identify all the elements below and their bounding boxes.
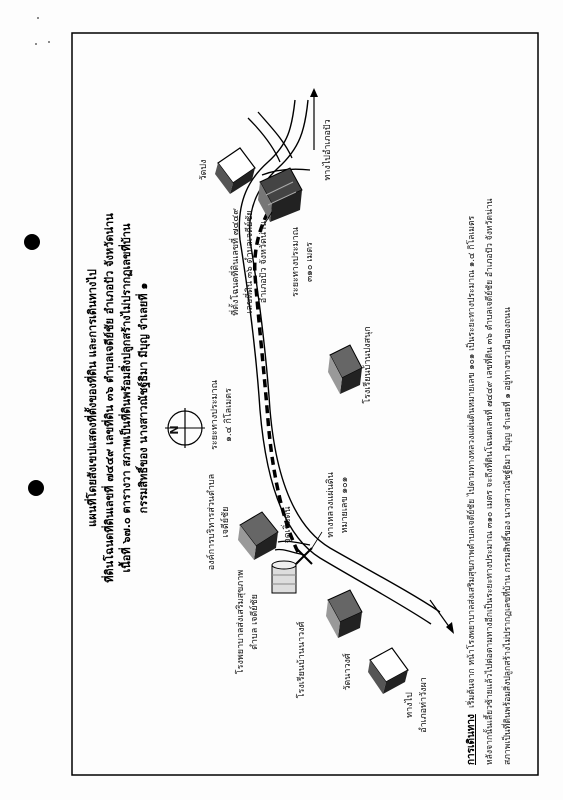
label-hospital-line-1: โรงพยาบาลส่งเสริมสุขภาพ <box>235 570 246 674</box>
label-sao-line-1: องค์การบริหารส่วนตำบล <box>205 474 217 570</box>
land-plot-building-icon <box>258 167 303 222</box>
temple-pong-icon <box>215 147 256 194</box>
directions-line-1: เริ่มต้นจาก หน้าโรงพยาบาลส่งเสริมสุขภาพต… <box>465 215 477 708</box>
highway-101 <box>238 99 441 625</box>
route-line <box>252 204 300 553</box>
directions-line-2: หลังจากนั้นเลี้ยวซ้ายแล้วไปต่อตามทางอีกเ… <box>482 198 495 765</box>
label-school-nawong: โรงเรียนบ้านนาวงศ์ <box>295 621 307 698</box>
label-to-thawangpha-line-1: ทางไป <box>404 692 415 718</box>
arrow-to-thawangpha-icon <box>429 599 454 634</box>
school-pong-icon <box>328 344 363 394</box>
header-line-2: ที่ดินโฉนดที่ดินเลขที่ ๗๔๔๙ เลขที่ดิน ๓๖… <box>101 213 116 583</box>
header-line-4: กรรมสิทธิ์ของ นางสาวณัชฐ์ธิมา มีบุญ จำเล… <box>135 283 151 514</box>
label-wat-pong: วัดปง <box>199 159 209 180</box>
label-dist-end-line-2: ๓๑๐ เมตร <box>305 242 315 282</box>
hospital-icon <box>271 560 297 594</box>
compass-north-label: N <box>168 425 181 434</box>
label-dist-mid-line-2: ๑.๔ กิโลเมตร <box>223 388 234 442</box>
sao-office-icon <box>238 511 279 560</box>
arrow-to-pua-icon <box>310 88 318 150</box>
header-line-3: เนื้อที่ ๖๗.๐ ตารางวา สภาพเป็นที่ดินพร้อ… <box>118 223 134 572</box>
punch-hole-bottom <box>28 480 44 496</box>
label-sao-line-2: เจดีย์ชัย <box>219 507 231 538</box>
land-pointer-line <box>261 211 273 229</box>
start-point-icon <box>295 547 313 565</box>
directions-title: การเดินทาง <box>465 714 477 765</box>
label-hospital-line-2: ตำบล เจดีย์ชัย <box>248 594 260 650</box>
directions-line-3: สภาพเป็นที่ดินพร้อมสิ่งปลูกสร้างไม่ปรากฏ… <box>501 307 513 765</box>
label-to-thawangpha-line-2: อำเภอท่าวังผา <box>418 677 429 733</box>
directions-section: การเดินทาง เริ่มต้นจาก หน้าโรงพยาบาลส่งเ… <box>465 198 513 765</box>
label-highway-line-1: ทางหลวงแผ่นดิน <box>325 472 336 538</box>
label-land-line-2: เลขที่ดิน ๓๖ ตำบลเจดีย์ชัย <box>242 210 255 313</box>
highway-pointer-line <box>311 531 323 549</box>
temple-nawong-icon <box>368 647 409 694</box>
map-border <box>71 32 539 776</box>
header-line-1: แผนที่โดยสังเขปแสดงที่ตั้งของที่ดิน และก… <box>84 269 99 527</box>
map-header: แผนที่โดยสังเขปแสดงที่ตั้งของที่ดิน และก… <box>84 213 151 583</box>
school-nawong-icon <box>326 589 363 638</box>
label-start-point: จุดเริ่มต้น <box>280 507 293 544</box>
label-dist-end-line-1: ระยะทางประมาณ <box>291 227 301 297</box>
label-land-line-1: ที่ตั้งโฉนดที่ดินเลขที่ ๗๔๔๙ <box>228 208 241 316</box>
scan-specks <box>35 17 50 45</box>
label-dist-mid-line-1: ระยะทางประมาณ <box>210 380 220 450</box>
label-wat-nawong: วัดนาวงศ์ <box>341 653 353 691</box>
punch-hole-top <box>24 234 40 250</box>
compass-icon: N <box>165 408 205 448</box>
side-road-top <box>247 111 311 176</box>
label-to-pua: ทางไปอำเภอปัว <box>322 119 333 180</box>
label-highway-line-2: หมายเลข ๑๐๑ <box>340 477 350 534</box>
label-school-pong: โรงเรียนบ้านปงสนุก <box>362 326 373 404</box>
label-land-line-3: อำเภอปัว จังหวัดน่าน <box>258 221 269 303</box>
